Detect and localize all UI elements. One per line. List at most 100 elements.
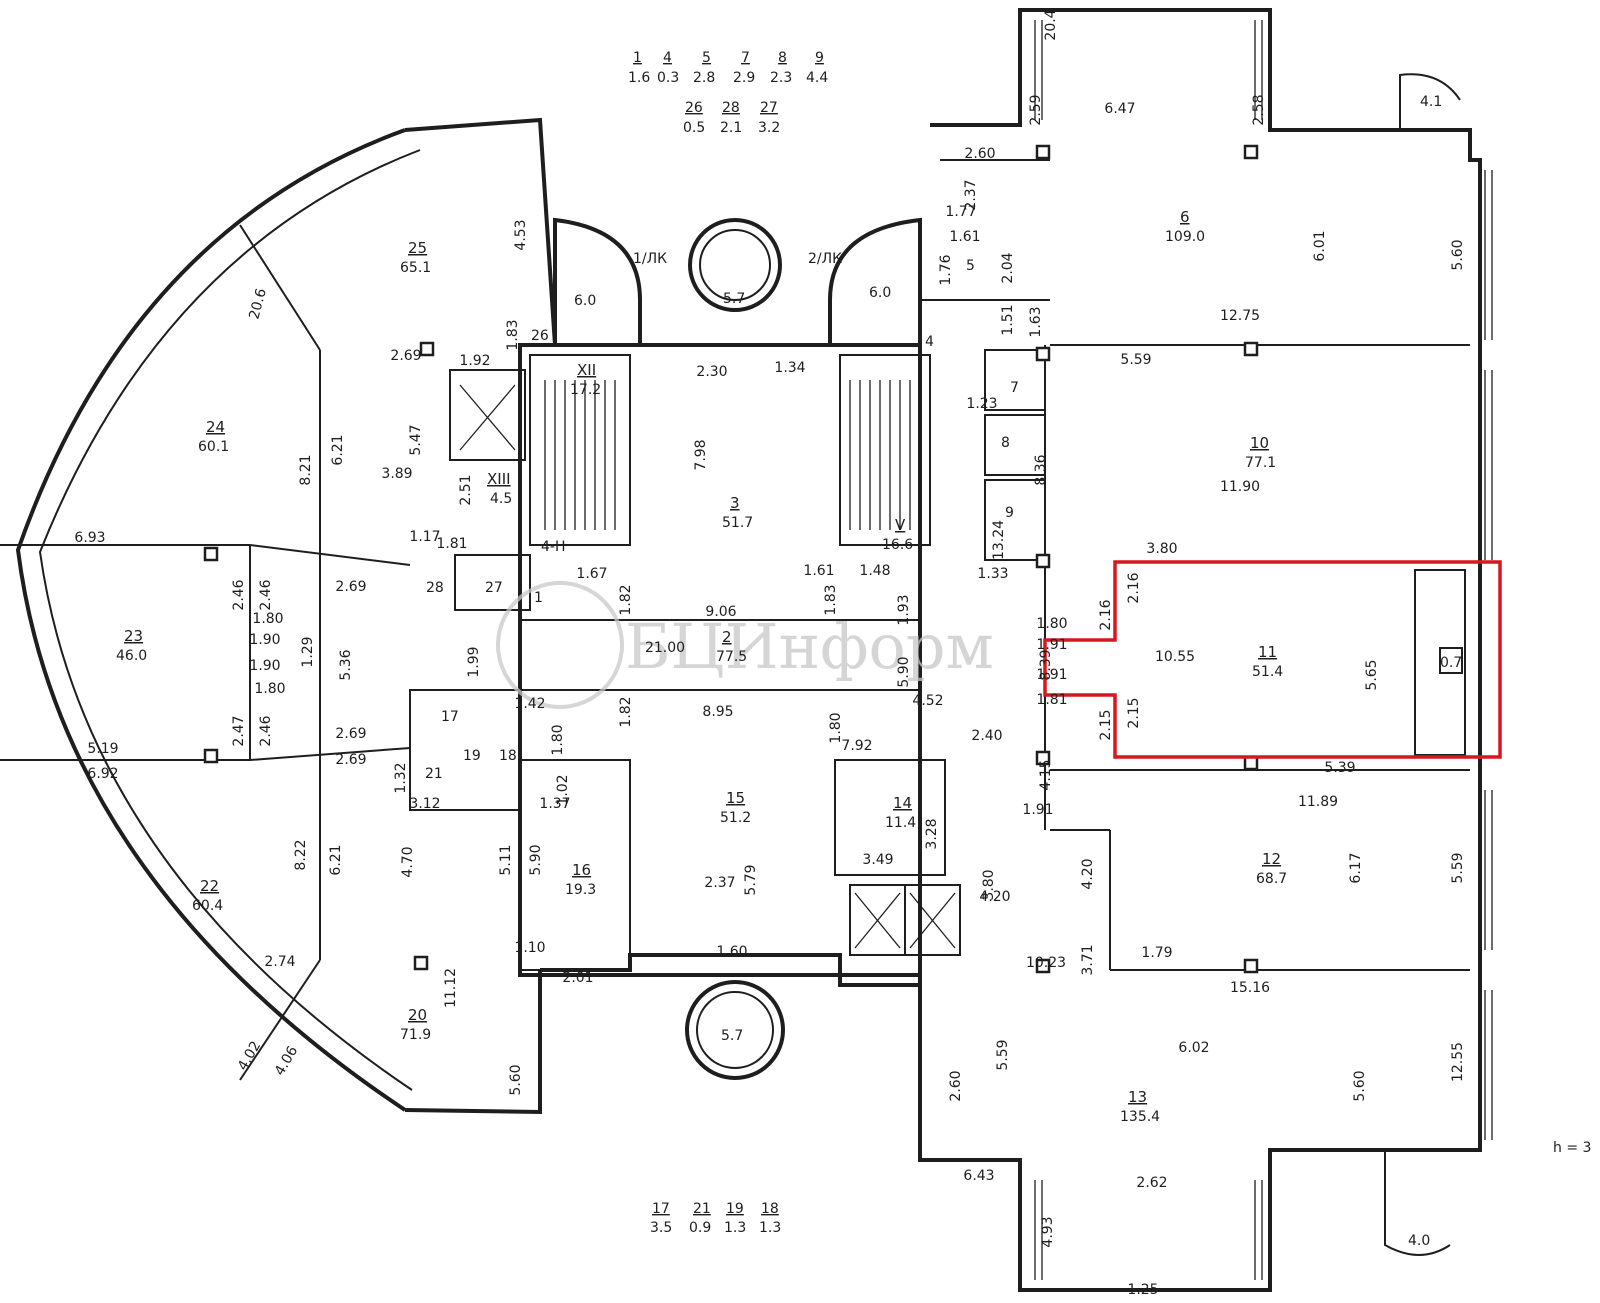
dimension-label: 1.90	[249, 658, 280, 674]
legend-area: 1.6	[628, 70, 650, 86]
dimension-label: 1.92	[459, 353, 490, 369]
legend-area: 0.9	[689, 1220, 711, 1236]
legend-room: 18	[761, 1201, 779, 1217]
dimension-label: 1.67	[576, 566, 607, 582]
dimension-label: 2.46	[258, 715, 274, 746]
dimension-label: 1.93	[896, 594, 912, 625]
lobby-right-label: 6.0	[869, 285, 891, 301]
dimension-label: 8.21	[298, 454, 314, 485]
dimension-label: 5.65	[1364, 659, 1380, 690]
dimension-label: 5.59	[995, 1039, 1011, 1070]
legend-area: 0.3	[657, 70, 679, 86]
dimension-label: 1.91	[1036, 667, 1067, 683]
dimension-label: 1.80	[550, 724, 566, 755]
legend-room: 4	[663, 50, 672, 66]
dimension-label: 2.46	[258, 579, 274, 610]
room-number: XII	[577, 361, 596, 379]
dimension-label: 8.36	[1033, 454, 1049, 485]
legend-room: 26	[685, 100, 703, 116]
room-number: 10	[1250, 434, 1269, 452]
dimension-label: 6.01	[1312, 230, 1328, 261]
room-area: 60.4	[192, 898, 223, 914]
room-number: 24	[206, 418, 225, 436]
room-5-label: 5	[966, 258, 975, 274]
room-4n-label: 4-Н	[541, 539, 566, 555]
dimension-label: 2.15	[1126, 697, 1142, 728]
legend-area: 2.3	[770, 70, 792, 86]
dimension-label: 3.28	[924, 818, 940, 849]
dimension-label: 1.83	[823, 584, 839, 615]
dimension-label: 2.16	[1098, 599, 1114, 630]
dimension-label: 1.80	[1036, 616, 1067, 632]
dimension-label: 1.61	[949, 229, 980, 245]
dimension-label: 2.30	[696, 364, 727, 380]
columns	[203, 144, 1259, 974]
dimension-label: 1.61	[803, 563, 834, 579]
misc-labels: 1 4 5 7 8 9 17 18 19 21 26 27 28 1/ЛК 2/…	[425, 94, 1591, 1249]
dimension-label: 1.91	[1022, 802, 1053, 818]
highlighted-unit-11[interactable]	[1043, 560, 1502, 759]
dimension-label: 1.91	[1036, 637, 1067, 653]
dimension-label: 4.20	[979, 889, 1010, 905]
room-number: 2	[722, 628, 732, 646]
room-number: 22	[200, 877, 219, 895]
box-label: 0.7	[1440, 655, 1462, 671]
height-note: h = 3	[1553, 1140, 1591, 1156]
dimension-label: 2.47	[231, 715, 247, 746]
room-area: 68.7	[1256, 871, 1287, 887]
legend-area: 0.5	[683, 120, 705, 136]
dimension-label: 5.90	[896, 656, 912, 687]
room-18-label: 18	[499, 748, 517, 764]
dimension-label: 21.00	[645, 640, 685, 656]
legend-room: 1	[633, 50, 642, 66]
watermark: БЦИнформ	[496, 581, 994, 709]
dimension-label: 5.36	[338, 649, 354, 680]
dimension-label: 5.60	[1352, 1070, 1368, 1101]
dimension-label: 10.23	[1026, 955, 1066, 971]
dimension-label: 8.22	[293, 839, 309, 870]
dimension-label: 6.47	[1104, 101, 1135, 117]
legend-area: 2.9	[733, 70, 755, 86]
room-number: 15	[726, 789, 745, 807]
legend-area: 2.8	[693, 70, 715, 86]
room-7-label: 7	[1010, 380, 1019, 396]
dimension-label: 6.21	[328, 844, 344, 875]
room-area: 17.2	[570, 382, 601, 398]
dimension-label: 11.90	[1220, 479, 1260, 495]
room-area: 16.6	[882, 537, 913, 553]
dimension-label: 3.49	[862, 852, 893, 868]
dimension-label: 13.24	[991, 520, 1007, 560]
dimension-label: 5.90	[528, 844, 544, 875]
dimension-label: 1.29	[300, 636, 316, 667]
room-area: 60.1	[198, 439, 229, 455]
dimension-label: 1.80	[828, 712, 844, 743]
dimension-label: 3.12	[409, 796, 440, 812]
dimension-label: 1.81	[1036, 692, 1067, 708]
dimension-label: 1.32	[393, 762, 409, 793]
dimension-label: 2.04	[1000, 252, 1016, 283]
dimension-label: 2.60	[948, 1070, 964, 1101]
dimension-label: 12.55	[1450, 1042, 1466, 1082]
room-area: 109.0	[1165, 229, 1205, 245]
room-area: 4.5	[490, 491, 512, 507]
legend-room: 7	[741, 50, 750, 66]
room-9-label: 9	[1005, 505, 1014, 521]
dimension-label: 20.4	[1043, 9, 1059, 40]
dimension-label: 5.59	[1120, 352, 1151, 368]
watermark-text: БЦИнформ	[625, 610, 994, 683]
dimension-label: 2.62	[1136, 1175, 1167, 1191]
dimension-label: 8.95	[702, 704, 733, 720]
room-26-label: 26	[531, 328, 549, 344]
dimension-label: 2.37	[963, 179, 979, 210]
legend-area: 1.3	[724, 1220, 746, 1236]
balcony-top-label: 4.1	[1420, 94, 1442, 110]
room-number: XIII	[487, 470, 511, 488]
dimension-label: 1.23	[966, 396, 997, 412]
dimension-label: 6.17	[1348, 852, 1364, 883]
dimension-label: 1.77	[945, 204, 976, 220]
dimension-label: 5.59	[1450, 852, 1466, 883]
dimension-label: 1.63	[1028, 306, 1044, 337]
dimension-label: 2.58	[1251, 94, 1267, 125]
dimension-label: 1.82	[618, 696, 634, 727]
